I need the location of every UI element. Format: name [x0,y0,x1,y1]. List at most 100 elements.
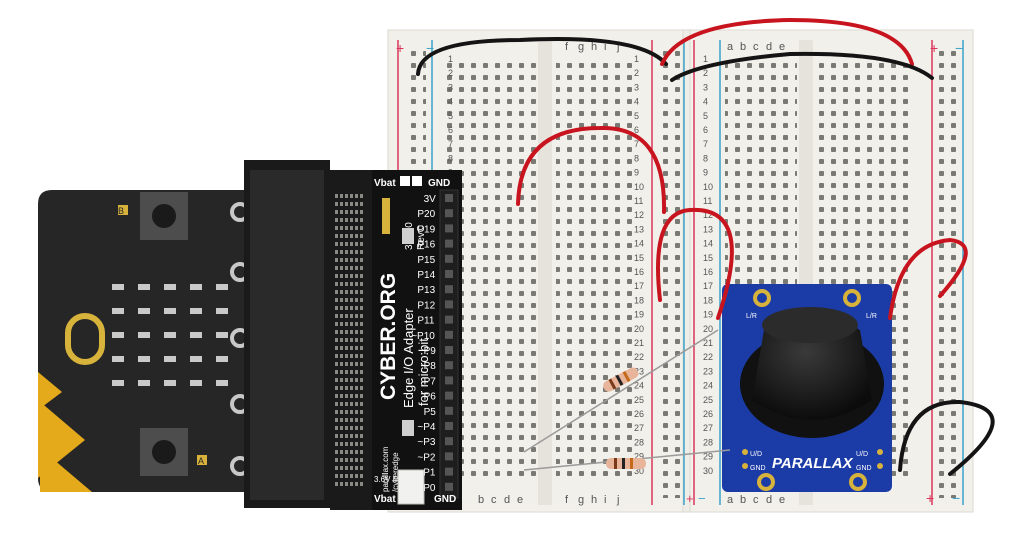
led [164,308,176,314]
rail-minus-label: − [952,490,960,506]
black-wire [670,51,934,82]
column-letter: b [478,494,484,506]
pin-label: P20 [417,209,435,220]
center-channel-left [538,40,552,505]
gnd-bottom-label: GND [434,494,456,505]
header-pin [445,452,453,461]
row-number: 16 [703,267,713,277]
led [190,284,202,290]
column-letter: e [517,494,523,506]
led [216,380,228,386]
row-number: 5 [448,111,453,121]
rail-plus-label: + [396,40,404,56]
column-letter: a [727,494,734,506]
component [382,198,390,234]
pin-label: ~P10 [411,331,435,342]
header-pin [445,437,453,446]
led [190,356,202,362]
pin-header [439,189,459,499]
rail-plus-label: + [926,490,934,506]
resistor [523,449,731,471]
row-number: 5 [634,111,639,121]
pin-label: P14 [417,270,435,281]
column-letter: g [578,41,584,53]
row-number: 3 [448,82,453,92]
red-wire [888,237,968,320]
row-number: 6 [634,125,639,135]
row-number: 23 [703,366,713,376]
column-letter: e [779,41,785,53]
led [112,356,124,362]
led [216,308,228,314]
red-wire [516,125,667,214]
header-pin [445,300,453,309]
button-b[interactable]: B [118,192,188,240]
row-number: 22 [634,352,644,362]
column-letter: i [604,494,606,506]
red-wire [660,17,914,66]
header-pin [445,467,453,476]
row-number: 4 [634,97,639,107]
row-number: 11 [703,196,712,206]
column-letter: j [616,494,619,506]
pin-label: P15 [417,255,435,266]
pin-label: ~P0 [417,483,436,494]
pin-label: ~P3 [417,437,436,448]
column-letter: d [766,494,772,506]
row-number: 8 [703,153,708,163]
led [216,332,228,338]
button-a[interactable]: A [140,428,207,476]
row-number: 6 [448,125,453,135]
mounting-hole [849,473,867,491]
led [138,380,150,386]
vbat-bottom-label: Vbat [374,494,396,505]
row-number: 9 [634,168,639,178]
mounting-hole [757,473,775,491]
mounting-hole [753,289,771,307]
vbat-top-label: Vbat [374,178,396,189]
row-number: 18 [634,295,644,305]
led [138,308,150,314]
row-number: 21 [634,338,644,348]
led [138,356,150,362]
joystick-knob[interactable] [740,307,884,438]
led [138,284,150,290]
row-number: 4 [703,97,708,107]
row-number: 2 [703,68,708,78]
maker-url: parallax.com [381,446,390,492]
row-number: 8 [634,153,639,163]
row-number: 11 [634,196,643,206]
led [112,380,124,386]
row-number: 28 [703,437,713,447]
pin-label: P16 [417,240,435,251]
touch-logo[interactable] [65,313,105,365]
header-pin [445,224,453,233]
row-number: 26 [703,409,713,419]
power-connector[interactable] [397,469,425,505]
row-number: 4 [448,97,453,107]
row-number: 1 [703,54,708,64]
row-number: 20 [634,324,644,334]
button-a-label: A [198,456,204,466]
row-number: 1 [448,54,453,64]
row-number: 7 [634,139,639,149]
row-number: 10 [634,182,644,192]
rail-minus-label: − [698,491,706,506]
pin-gnd-label: GND [856,465,872,472]
pin-label: P19 [417,224,435,235]
edge-io-adapter: Vbat GND 3VP20P19P16P15P14P13P12P11~P10P… [244,160,462,510]
row-number: 12 [634,210,644,220]
joystick-brand: PARALLAX [772,455,854,472]
row-number: 30 [703,466,713,476]
row-number: 29 [703,452,713,462]
led [164,284,176,290]
rail-plus-label: + [686,491,694,506]
row-number: 16 [634,267,644,277]
row-number: 23 [634,366,644,376]
component [402,228,414,244]
led [190,308,202,314]
